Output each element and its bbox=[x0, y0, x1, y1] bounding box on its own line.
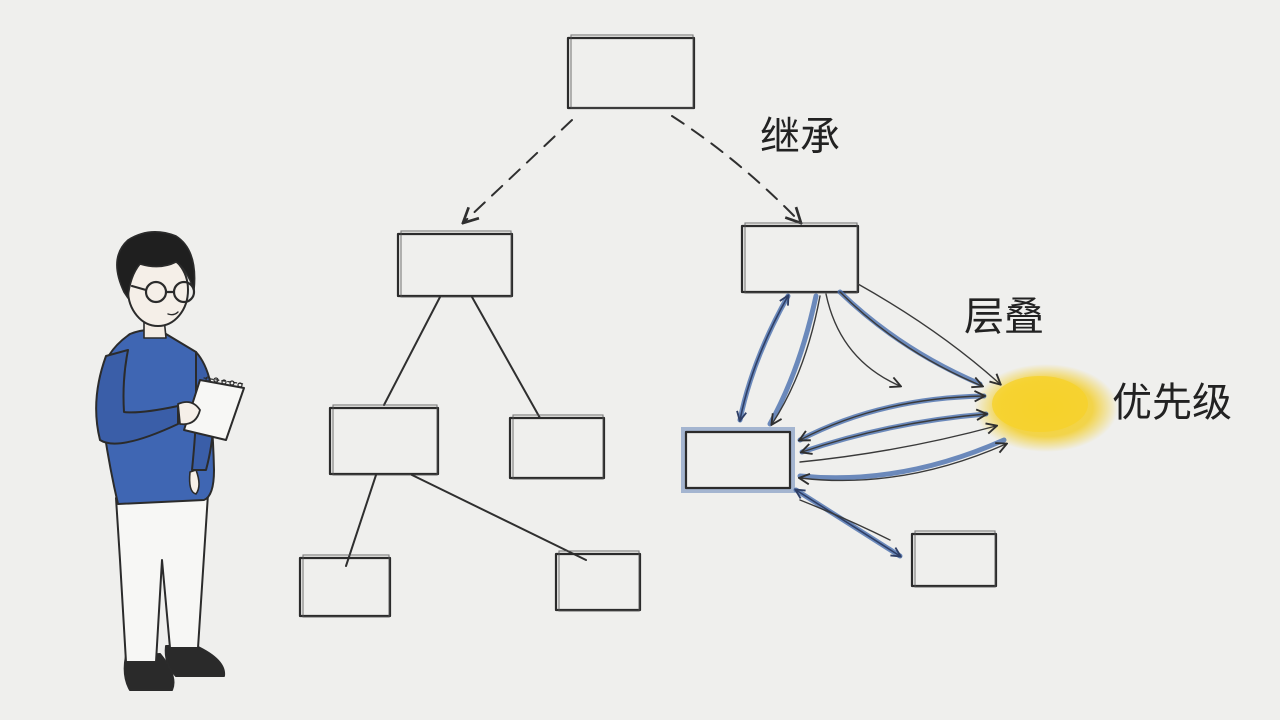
root-box bbox=[566, 34, 696, 110]
cascade-target-box bbox=[681, 427, 795, 493]
cascade-arrow bbox=[799, 499, 891, 541]
priority-flow bbox=[799, 411, 989, 455]
cascade-arrow bbox=[857, 283, 1000, 384]
cascade-small-box bbox=[910, 530, 998, 588]
cascade-double-arrow bbox=[796, 490, 900, 556]
tree-edge bbox=[411, 474, 587, 561]
tree-node-bottom-right bbox=[554, 550, 642, 612]
priority-arrow bbox=[802, 414, 986, 452]
inheritance-arrow-left bbox=[464, 119, 573, 222]
label-cascade: 层叠 bbox=[964, 294, 1044, 340]
tree-node-right bbox=[740, 222, 860, 294]
tree-node-mid-left bbox=[328, 404, 440, 476]
label-priority: 优先级 bbox=[1112, 380, 1232, 426]
inheritance-arrow-right bbox=[671, 115, 800, 222]
right-shoe bbox=[164, 645, 226, 677]
tree-edge bbox=[471, 296, 541, 419]
tree-node-mid-right bbox=[508, 414, 606, 480]
tree-edge bbox=[383, 296, 441, 406]
cascade-arrow bbox=[772, 295, 821, 424]
cascade-flow bbox=[767, 293, 819, 427]
cascade-flow bbox=[837, 289, 983, 387]
inheritance-tree bbox=[298, 34, 860, 618]
glasses-icon bbox=[130, 280, 196, 304]
character-illustration bbox=[95, 231, 245, 691]
tree-edge bbox=[345, 474, 377, 567]
cascade-cluster bbox=[681, 283, 1118, 588]
tree-node-left bbox=[396, 230, 514, 298]
label-inheritance: 继承 bbox=[760, 114, 840, 160]
cascade-arrow bbox=[825, 293, 900, 386]
cascade-arrow bbox=[839, 291, 982, 386]
priority-arrow bbox=[800, 444, 1006, 480]
trousers bbox=[115, 493, 209, 663]
cascade-double-arrow bbox=[740, 296, 788, 420]
sweater-sleeve bbox=[95, 349, 179, 445]
tree-node-bottom-left bbox=[298, 554, 392, 618]
